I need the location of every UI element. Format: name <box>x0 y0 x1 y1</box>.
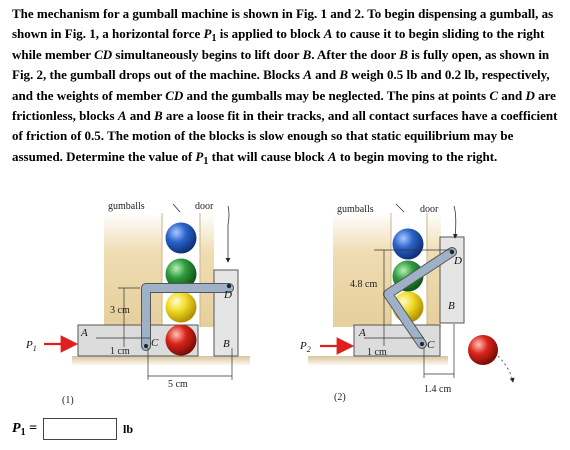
fig2-number: (2) <box>334 392 346 403</box>
answer-unit: lb <box>123 421 134 436</box>
member-cd <box>141 283 234 351</box>
leader-door <box>225 205 231 263</box>
chute-right-wall <box>200 213 214 327</box>
leader-gumballs <box>395 203 405 213</box>
mechanism-figure: gumballs door A B C D 3 cm 1 cm 5 cm P1 … <box>25 201 515 406</box>
pin-d <box>226 283 232 289</box>
door-label: door <box>420 204 439 215</box>
gumballs-label: gumballs <box>108 201 145 212</box>
dim-vertical-label: 3 cm <box>110 305 130 316</box>
answer-label: P1 = <box>12 421 38 438</box>
pin-c <box>144 344 148 348</box>
gumballs-label: gumballs <box>337 204 374 215</box>
figure-2: gumballs door A B C D 4.8 cm 1 cm 1.4 cm… <box>299 203 515 403</box>
force-label-p2: P2 <box>299 340 311 354</box>
dim-horizontal-label: 5 cm <box>168 379 188 390</box>
door-label: door <box>195 201 214 212</box>
problem-statement: The mechanism for a gumball machine is s… <box>12 6 558 167</box>
dim-horizontal-label: 1.4 cm <box>424 384 451 395</box>
gumball-yellow <box>165 291 197 323</box>
falling-path <box>497 355 515 383</box>
gumball-blue <box>165 222 197 254</box>
p1-answer-input[interactable] <box>43 418 118 440</box>
pin-d <box>449 249 455 255</box>
gumball-red-falling <box>468 335 498 365</box>
label-d: D <box>223 289 232 301</box>
force-label-p1: P1 <box>25 339 37 353</box>
chute-left-wall <box>104 213 162 327</box>
label-b: B <box>448 300 455 312</box>
leader-gumballs <box>172 203 181 213</box>
dim-block-label: 1 cm <box>110 346 130 357</box>
label-c: C <box>427 339 435 351</box>
gumball-green <box>165 258 197 290</box>
member-cd <box>383 247 457 349</box>
label-a: A <box>80 327 88 339</box>
chute-right-wall <box>427 213 441 327</box>
label-b: B <box>223 338 230 350</box>
dim-vertical-label: 4.8 cm <box>350 279 377 290</box>
fig1-number: (1) <box>62 395 74 406</box>
chute-left-wall <box>333 213 391 327</box>
ground-track <box>308 356 448 366</box>
ground-track <box>72 356 250 366</box>
leader-door <box>452 205 458 239</box>
label-a: A <box>358 327 366 339</box>
gumball-blue <box>392 228 424 260</box>
pin-c <box>420 342 424 346</box>
gumball-stack <box>165 222 197 356</box>
dim-block-label: 1 cm <box>367 347 387 358</box>
label-c: C <box>151 337 159 349</box>
label-d: D <box>453 255 462 267</box>
answer-row: P1 = lb <box>12 416 133 442</box>
gumball-red <box>165 324 197 356</box>
figure-1: gumballs door A B C D 3 cm 1 cm 5 cm P1 … <box>25 201 250 406</box>
